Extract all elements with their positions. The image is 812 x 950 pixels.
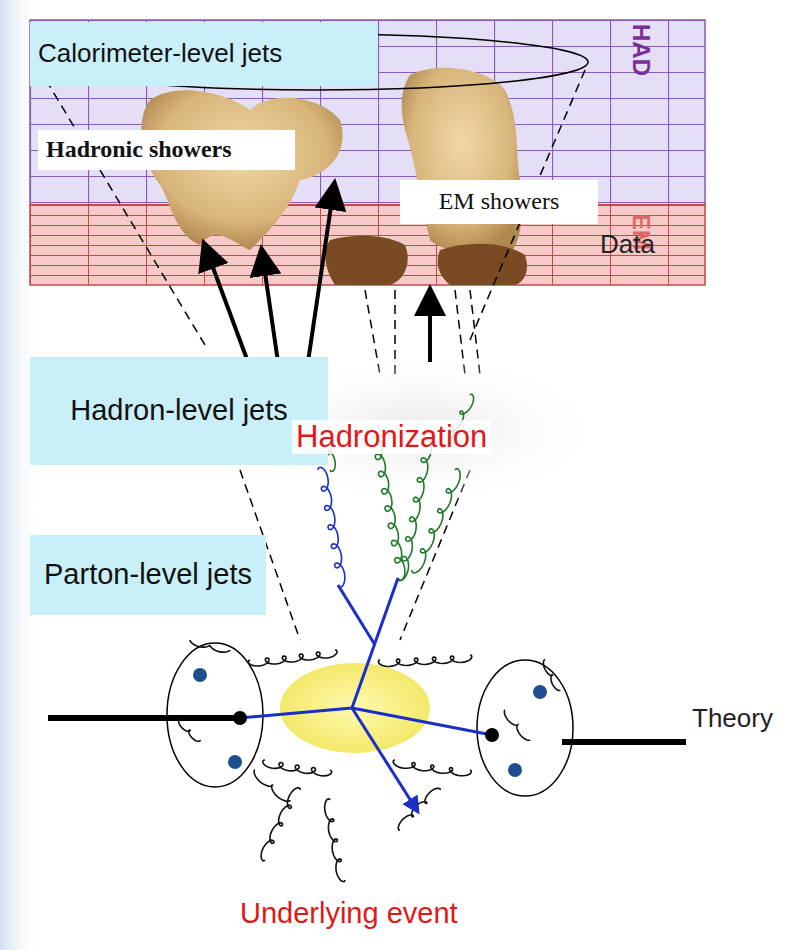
annotation-label: Hadronization	[292, 420, 491, 454]
jet-cone-lines	[46, 80, 205, 345]
beam-line	[562, 739, 686, 745]
proton	[477, 660, 573, 796]
em-shower	[438, 244, 527, 285]
calorimeter	[30, 20, 705, 285]
gluon-line	[378, 655, 471, 667]
gluon-line	[398, 788, 440, 830]
proton	[193, 668, 207, 682]
gluon-line	[325, 799, 345, 882]
box-text: EM showers	[406, 188, 592, 216]
quark-line	[352, 708, 492, 735]
jet-label-box: EM showers	[400, 180, 598, 224]
box-text: Hadronic showers	[46, 136, 287, 164]
quark-line	[338, 585, 375, 645]
jet-label-box: Hadronic showers	[38, 130, 295, 170]
particle-arrows	[205, 186, 430, 362]
hadronic-shower	[141, 90, 342, 250]
quark-line	[352, 708, 418, 812]
annotation-label: Theory	[692, 704, 773, 733]
proton	[508, 763, 522, 777]
gluon-line	[543, 660, 560, 691]
jet-label-box: Hadron-level jets	[30, 357, 328, 465]
quark-line	[240, 708, 352, 718]
gluon-line	[504, 710, 530, 740]
parton-dot	[233, 711, 499, 742]
proton	[533, 685, 547, 699]
beam-line	[48, 715, 238, 721]
gluon-line	[263, 760, 332, 776]
calorimeter-section-label: HAD	[628, 24, 654, 76]
particle-arrows	[428, 292, 432, 362]
annotation-label: Underlying event	[240, 898, 458, 930]
gluon-line	[179, 720, 201, 742]
gluon-line	[318, 467, 345, 587]
proton	[228, 755, 242, 769]
gluon-line	[398, 438, 432, 581]
particle-arrows	[308, 186, 334, 362]
gluon-line	[393, 760, 471, 776]
quark-line	[240, 578, 492, 812]
jet-label-box: Parton-level jets	[30, 535, 266, 615]
particle-arrows	[262, 252, 278, 362]
hadronic-shower	[402, 68, 522, 257]
calorimeter	[30, 204, 705, 206]
gluon-line	[254, 770, 290, 801]
gluon-line	[412, 469, 460, 573]
parton-dot	[233, 711, 247, 725]
parton-dot	[485, 728, 499, 742]
box-text: Parton-level jets	[44, 558, 252, 591]
gluon	[179, 394, 560, 881]
box-text: Calorimeter-level jets	[38, 39, 288, 69]
calorimeter	[30, 20, 705, 205]
jet-label-box: Calorimeter-level jets	[30, 22, 378, 86]
gluon-line	[190, 640, 230, 652]
gluon-line	[248, 650, 337, 666]
gluon-line	[372, 437, 405, 581]
box-text: Hadron-level jets	[70, 394, 288, 427]
annotation-label: Data	[600, 230, 655, 259]
calorimeter	[30, 205, 705, 285]
particle-arrows	[205, 246, 248, 362]
em-shower	[325, 236, 407, 285]
